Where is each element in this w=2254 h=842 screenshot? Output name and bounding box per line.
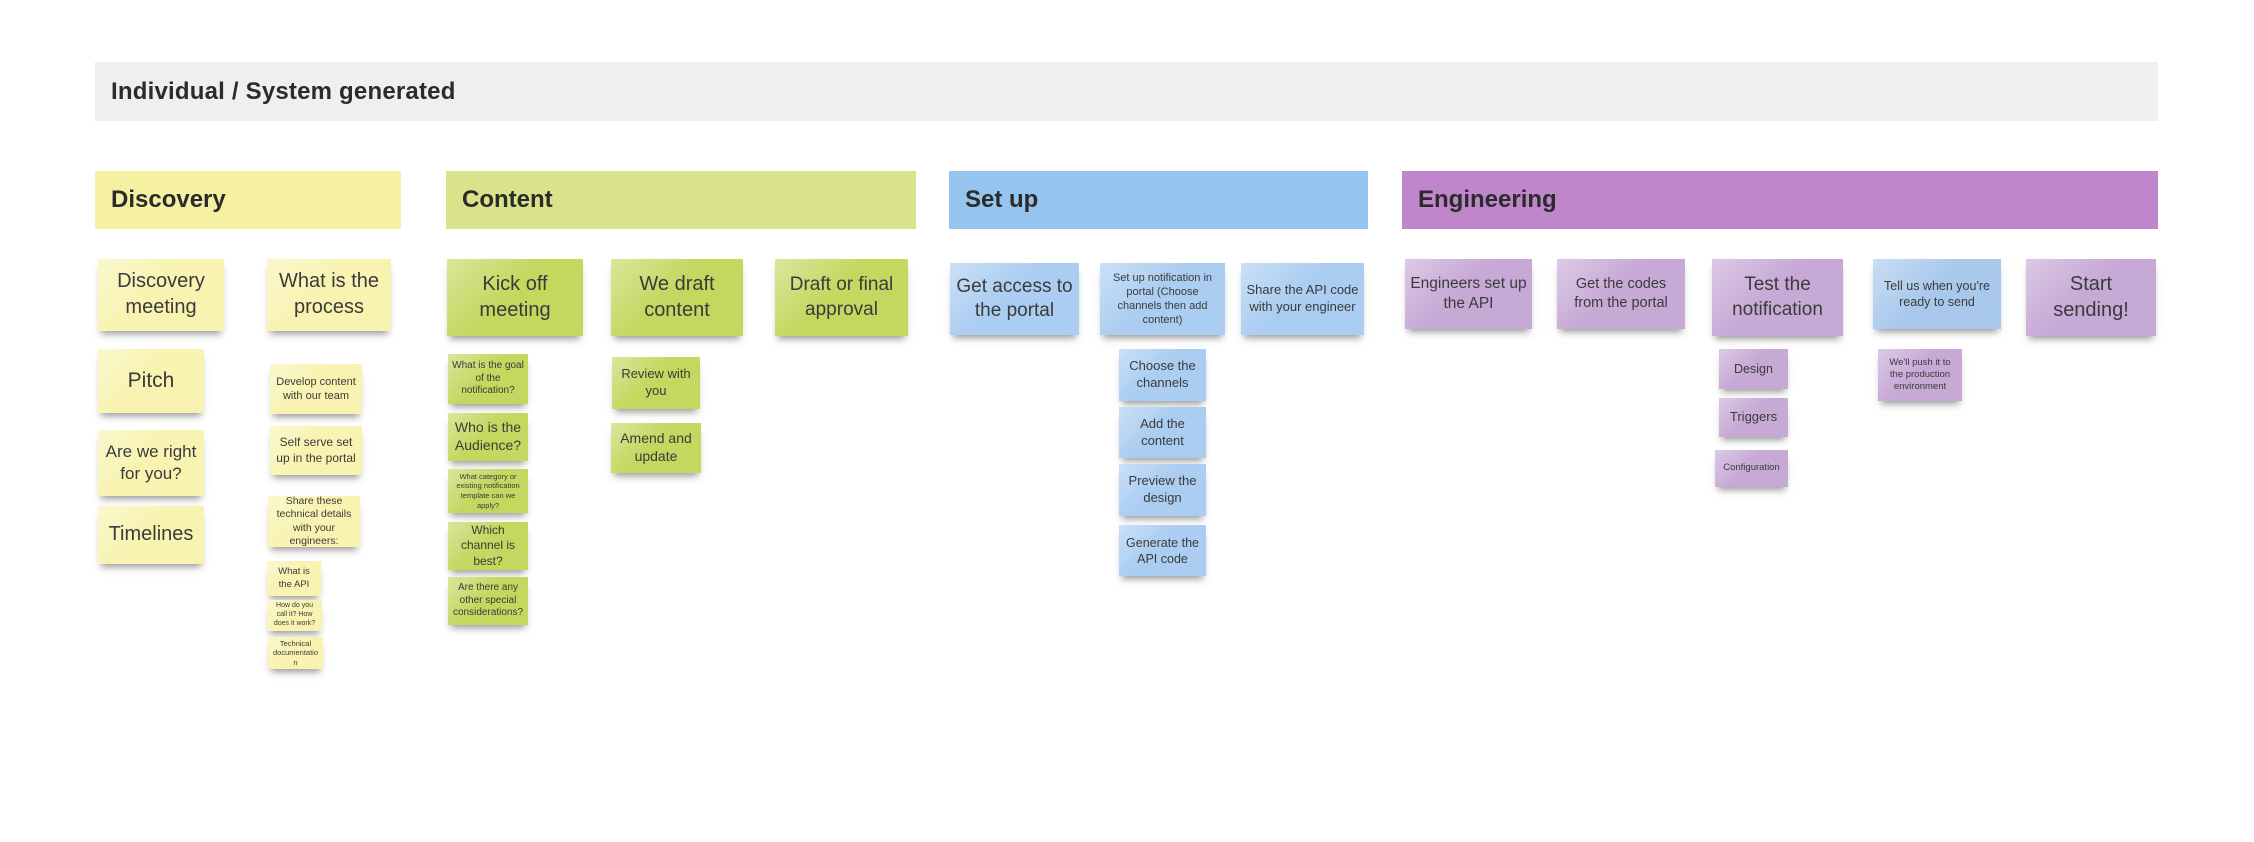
sticky-technical-documentation[interactable]: Technical documentation — [268, 637, 323, 669]
sticky-self-serve-set-up-in-the-portal[interactable]: Self serve set up in the portal — [270, 426, 362, 475]
sticky-what-category-template[interactable]: What category or existing notification t… — [448, 469, 528, 513]
sticky-draft-or-final-approval[interactable]: Draft or final approval — [775, 259, 908, 336]
sticky-goal-of-notification[interactable]: What is the goal of the notification? — [448, 354, 528, 404]
sticky-choose-the-channels[interactable]: Choose the channels — [1119, 349, 1206, 401]
sticky-get-access-to-the-portal[interactable]: Get access to the portal — [950, 263, 1079, 335]
sticky-push-to-production[interactable]: We'll push it to the production environm… — [1878, 349, 1962, 401]
sticky-amend-and-update[interactable]: Amend and update — [611, 423, 701, 473]
sticky-kick-off-meeting[interactable]: Kick off meeting — [447, 259, 583, 336]
sticky-start-sending[interactable]: Start sending! — [2026, 259, 2156, 336]
section-header-setup[interactable]: Set up — [949, 171, 1368, 229]
sticky-what-is-the-api[interactable]: What is the API — [267, 561, 321, 596]
sticky-design[interactable]: Design — [1719, 349, 1788, 389]
sticky-special-considerations[interactable]: Are there any other special consideratio… — [448, 577, 528, 625]
sticky-test-the-notification[interactable]: Test the notification — [1712, 259, 1843, 336]
sticky-what-is-the-process[interactable]: What is the process — [267, 259, 391, 331]
sticky-configuration[interactable]: Configuration — [1715, 450, 1788, 487]
sticky-preview-the-design[interactable]: Preview the design — [1119, 464, 1206, 516]
sticky-share-api-code-with-engineer[interactable]: Share the API code with your engineer — [1241, 263, 1364, 335]
sticky-set-up-notification-in-portal[interactable]: Set up notification in portal (Choose ch… — [1100, 263, 1225, 335]
sticky-triggers[interactable]: Triggers — [1719, 398, 1788, 437]
sticky-add-the-content[interactable]: Add the content — [1119, 407, 1206, 458]
sticky-who-is-the-audience[interactable]: Who is the Audience? — [448, 413, 528, 461]
section-header-content[interactable]: Content — [446, 171, 916, 229]
sticky-we-draft-content[interactable]: We draft content — [611, 259, 743, 336]
sticky-tell-us-when-ready-to-send[interactable]: Tell us when you're ready to send — [1873, 259, 2001, 329]
sticky-pitch[interactable]: Pitch — [98, 349, 204, 413]
sticky-are-we-right-for-you[interactable]: Are we right for you? — [98, 430, 204, 496]
sticky-timelines[interactable]: Timelines — [98, 506, 204, 564]
sticky-get-the-codes-from-the-portal[interactable]: Get the codes from the portal — [1557, 259, 1685, 329]
board-title: Individual / System generated — [111, 77, 456, 105]
section-header-engineering[interactable]: Engineering — [1402, 171, 2158, 229]
board-title-bar[interactable]: Individual / System generated — [95, 62, 2158, 121]
sticky-discovery-meeting[interactable]: Discovery meeting — [98, 259, 224, 331]
sticky-how-do-you-call-it[interactable]: How do you call it? How does it work? — [267, 600, 322, 631]
sticky-engineers-set-up-the-api[interactable]: Engineers set up the API — [1405, 259, 1532, 329]
sticky-generate-the-api-code[interactable]: Generate the API code — [1119, 525, 1206, 576]
sticky-which-channel-is-best[interactable]: Which channel is best? — [448, 522, 528, 570]
sticky-share-technical-details[interactable]: Share these technical details with your … — [268, 495, 360, 547]
sticky-develop-content-with-our-team[interactable]: Develop content with our team — [270, 364, 362, 414]
section-header-discovery[interactable]: Discovery — [95, 171, 401, 229]
sticky-review-with-you[interactable]: Review with you — [612, 357, 700, 409]
